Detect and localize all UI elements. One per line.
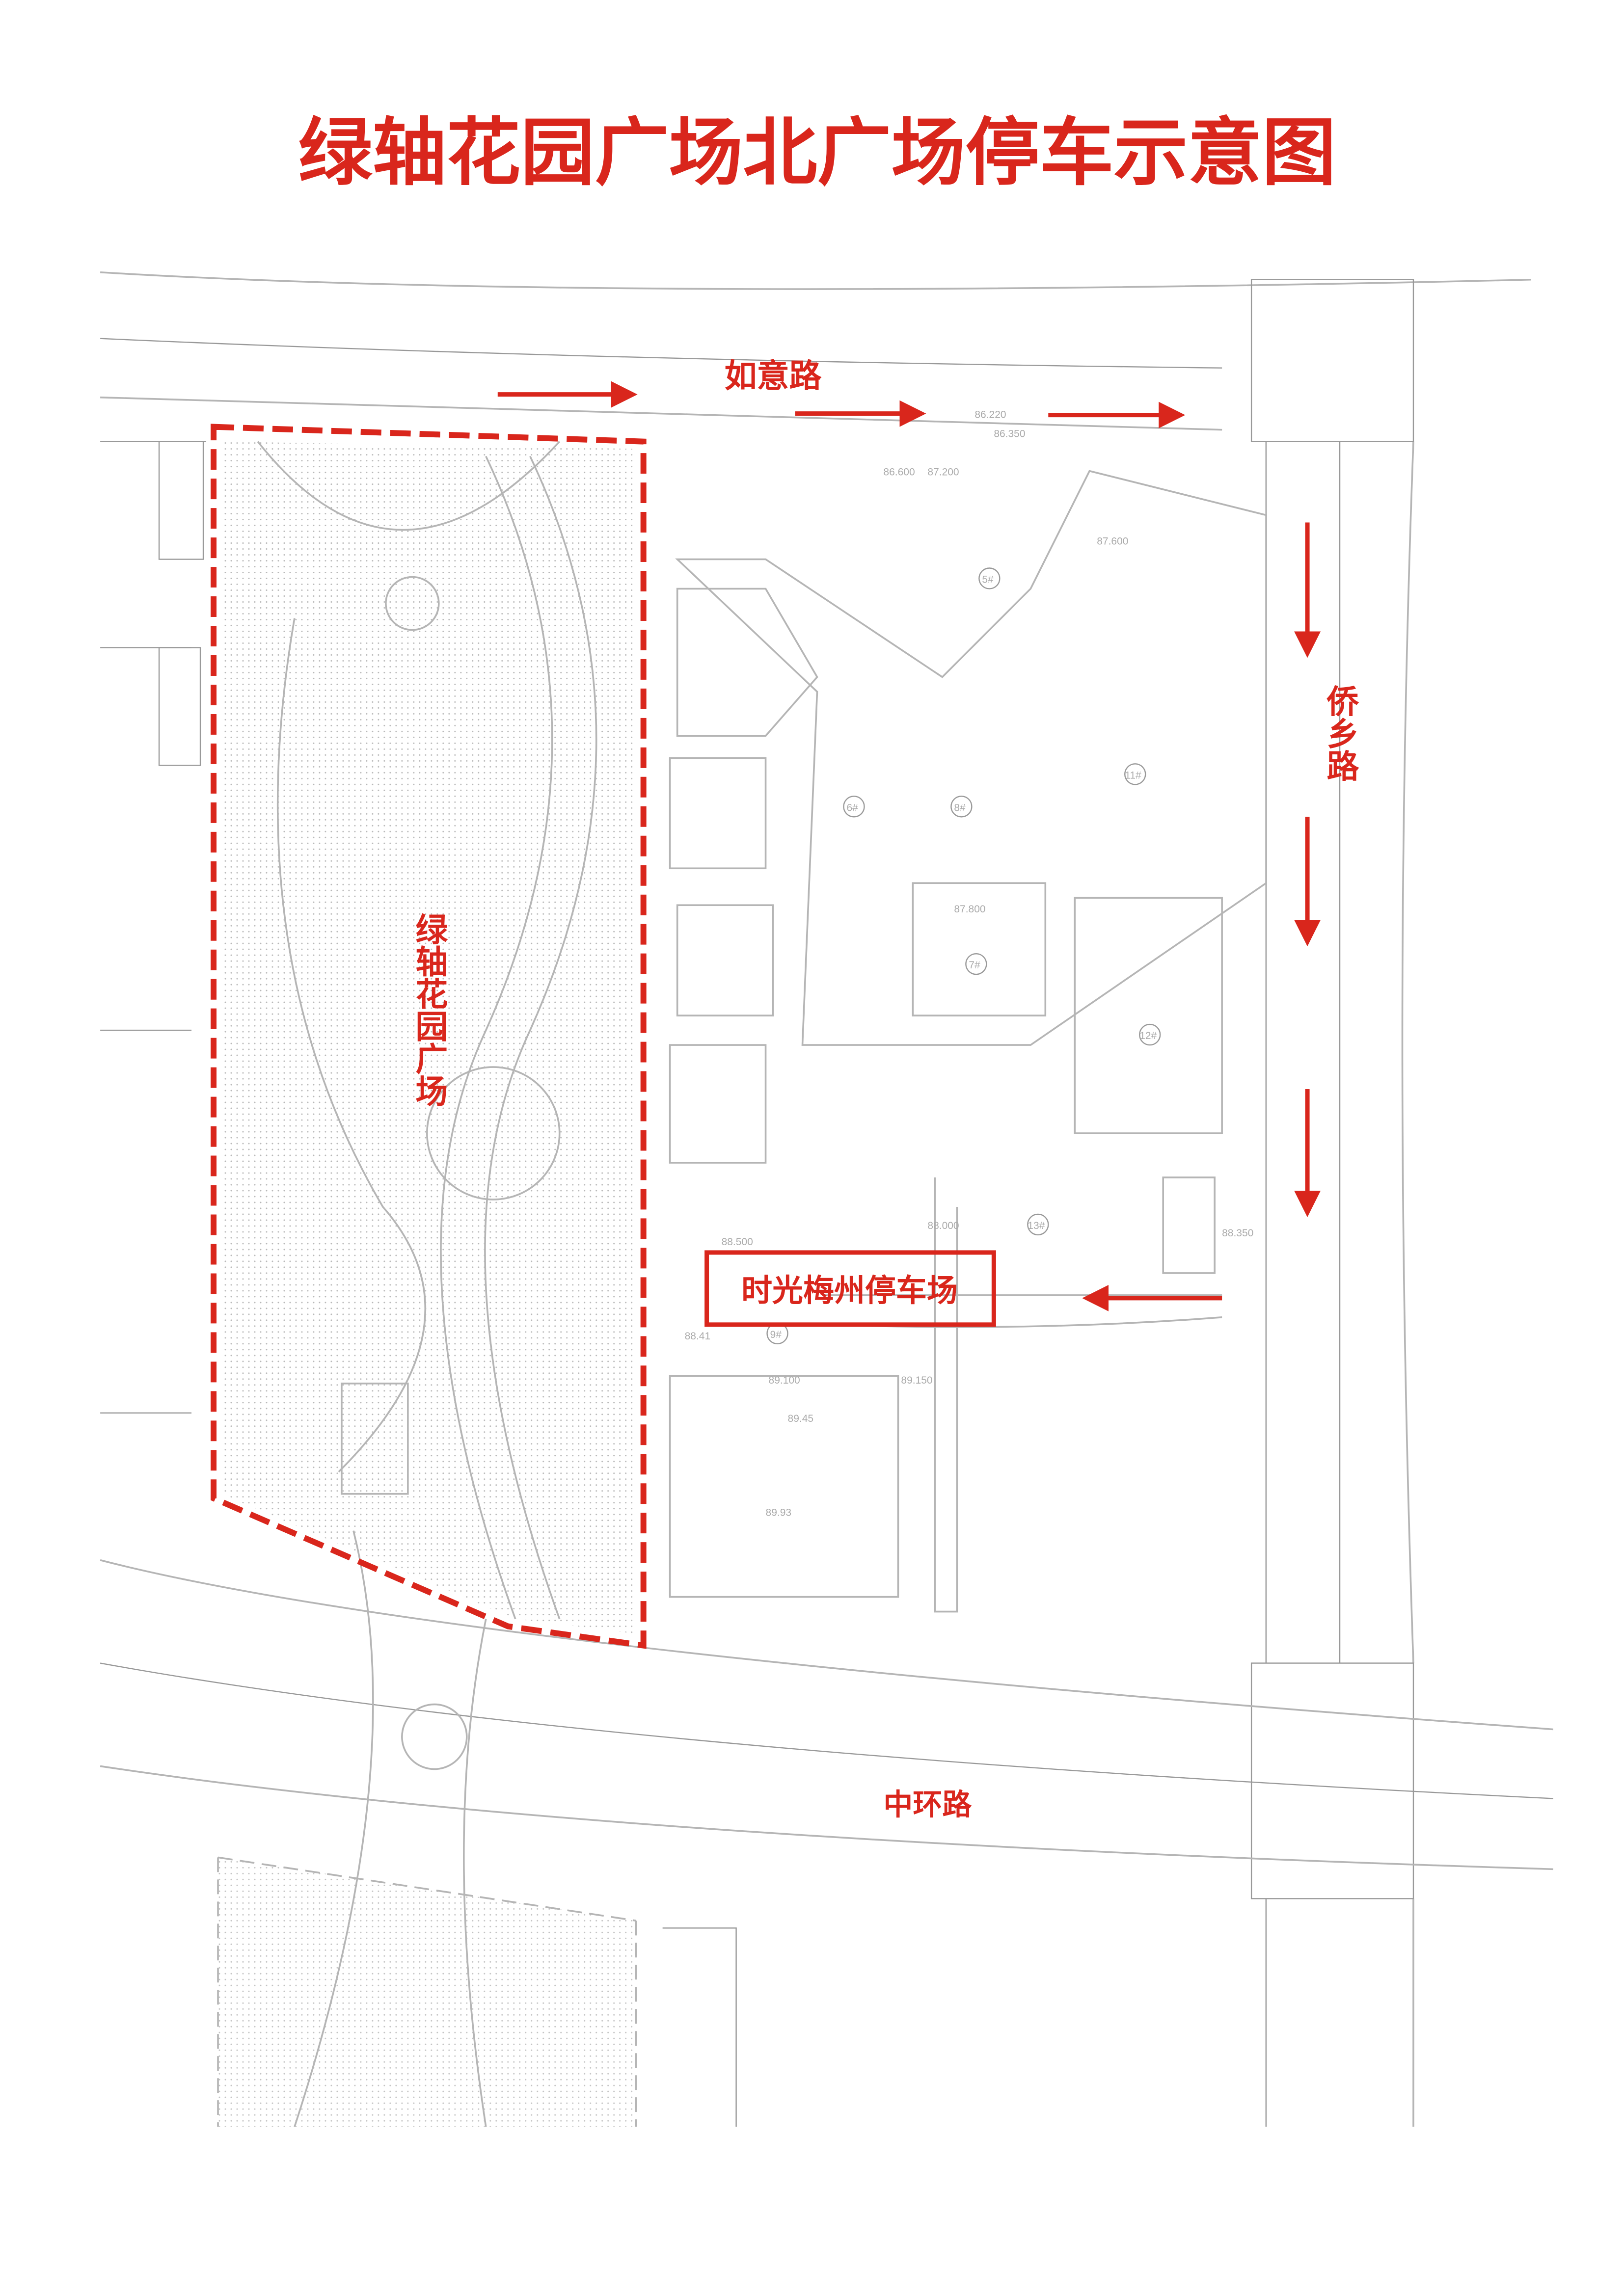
elevation-label: 89.45	[788, 1413, 814, 1424]
road-label-north: 如意路	[725, 357, 822, 395]
elevation-label: 89.100	[769, 1375, 800, 1386]
parking-lot-label: 时光梅州停车场	[741, 1273, 958, 1308]
elevation-label: 89.150	[901, 1375, 932, 1386]
elevation-label: 88.000	[927, 1220, 959, 1231]
road-label-south: 中环路	[883, 1788, 972, 1822]
elevation-label: 87.600	[1097, 536, 1128, 547]
plaza-boundary	[211, 424, 647, 1649]
base-drawing: 86.600 87.200 87.600 87.800 88.000 88.35…	[100, 271, 1553, 2127]
plaza-label: 绿轴花园广场	[409, 912, 448, 1107]
elevation-label: 87.800	[954, 904, 985, 915]
parking-lot-box	[704, 1250, 996, 1327]
building-tag: 11#	[1125, 770, 1141, 781]
elevation-label: 87.200	[927, 467, 959, 478]
building-tag: 8#	[954, 802, 966, 813]
elevation-label: 86.600	[883, 467, 915, 478]
road-label-east: 侨乡路	[1321, 684, 1360, 781]
elevation-label: 89.93	[766, 1507, 792, 1519]
elevation-label: 86.350	[994, 428, 1025, 440]
elevation-label: 88.350	[1222, 1228, 1253, 1239]
building-tag: 5#	[982, 574, 994, 585]
building-tag: 13#	[1028, 1220, 1045, 1231]
building-tag: 7#	[969, 960, 980, 971]
elevation-label: 86.220	[974, 409, 1006, 421]
page-title: 绿轴花园广场北广场停车示意图	[298, 110, 1336, 196]
building-tag: 9#	[770, 1329, 782, 1340]
building-tag: 6#	[846, 802, 858, 813]
building-tag: 12#	[1139, 1030, 1157, 1041]
elevation-label: 88.41	[685, 1331, 711, 1342]
elevation-label: 88.500	[722, 1236, 753, 1248]
overlay: 如意路 侨乡路 绿轴花园广场 88.500 时光梅州停车场 中环路	[211, 357, 1360, 1822]
